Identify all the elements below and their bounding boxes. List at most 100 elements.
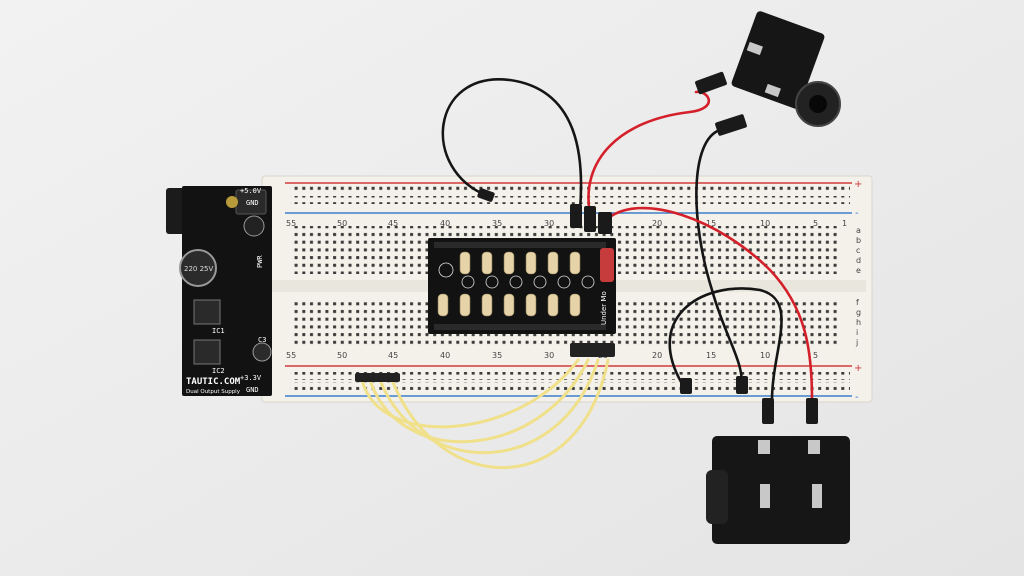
black-jumper-wires bbox=[441, 78, 783, 402]
col-num: 55 bbox=[286, 351, 296, 360]
bottom-audio-jack bbox=[706, 436, 850, 544]
ic1-label: IC1 bbox=[212, 327, 225, 335]
jack-opening bbox=[809, 95, 827, 113]
col-num: 50 bbox=[337, 219, 347, 228]
ic2-label: IC2 bbox=[212, 367, 225, 375]
header-strip-bottom bbox=[434, 324, 606, 330]
c3-capacitor bbox=[252, 342, 272, 362]
col-num: 30 bbox=[544, 219, 554, 228]
module-subtitle: Dual Output Supply bbox=[186, 389, 241, 395]
row-letter: i bbox=[856, 328, 858, 337]
resistor bbox=[525, 293, 537, 317]
effect-pcb-board bbox=[428, 238, 616, 334]
row-letter: h bbox=[856, 318, 861, 327]
c3-label: C3 bbox=[258, 336, 266, 344]
col-num: 50 bbox=[337, 351, 347, 360]
jack-front-nozzle bbox=[706, 470, 728, 524]
v5-label: +5.0V bbox=[240, 187, 262, 195]
resistors-bottom bbox=[437, 293, 581, 317]
col-num: 15 bbox=[706, 219, 716, 228]
jack-lug bbox=[808, 440, 820, 454]
gnd-label-top: GND bbox=[246, 199, 259, 207]
resistor bbox=[503, 251, 515, 275]
electrolytic-capacitor bbox=[179, 249, 217, 287]
resistor bbox=[547, 251, 559, 275]
jack-lug bbox=[758, 440, 770, 454]
resistor bbox=[459, 251, 471, 275]
jack-lug bbox=[746, 41, 763, 56]
row-letter: j bbox=[855, 338, 858, 347]
row-letter: c bbox=[856, 246, 860, 255]
switch-knob bbox=[226, 196, 238, 208]
col-num: 10 bbox=[760, 351, 770, 360]
resistor bbox=[525, 251, 537, 275]
col-num: 5 bbox=[813, 351, 818, 360]
minus-sign-bottom: - bbox=[855, 392, 859, 403]
plus-sign-top: + bbox=[854, 179, 862, 190]
yellow-jumper-wires bbox=[360, 358, 610, 470]
resistor bbox=[481, 293, 493, 317]
resistor bbox=[569, 293, 581, 317]
jack-lug bbox=[812, 484, 822, 508]
col-num: 40 bbox=[440, 219, 450, 228]
col-num: 5 bbox=[813, 219, 818, 228]
row-letter: a bbox=[856, 226, 861, 235]
resistor bbox=[437, 293, 449, 317]
col-num: 55 bbox=[286, 219, 296, 228]
top-rail-holes bbox=[290, 186, 850, 194]
col-num: 15 bbox=[706, 351, 716, 360]
bottom-rail-holes-2 bbox=[290, 382, 850, 390]
red-wire-tips bbox=[584, 71, 818, 424]
col-num: 45 bbox=[388, 219, 398, 228]
col-num: 20 bbox=[652, 219, 662, 228]
power-supply-module: 220 25V +5.0V GND PWR IC1 IC2 C3 +3.3V G… bbox=[166, 186, 272, 396]
col-num: 40 bbox=[440, 351, 450, 360]
red-jumper-wires bbox=[587, 90, 814, 402]
row-letters-bottom: f g h i j bbox=[855, 298, 861, 347]
minus-sign-top: - bbox=[855, 208, 859, 219]
bottom-rail-holes bbox=[290, 372, 850, 380]
top-rail-holes-2 bbox=[290, 196, 850, 204]
resistor bbox=[503, 293, 515, 317]
pushbutton bbox=[243, 215, 265, 237]
black-wire-tips bbox=[477, 114, 774, 424]
jack-body bbox=[712, 436, 850, 544]
plus-sign-bottom: + bbox=[854, 363, 862, 374]
jack-body bbox=[731, 11, 825, 109]
row-letter: b bbox=[856, 236, 861, 245]
resistors-top bbox=[459, 251, 581, 275]
col-num: 35 bbox=[492, 351, 502, 360]
jack-lug bbox=[760, 484, 770, 508]
resistor bbox=[547, 293, 559, 317]
row-letter: g bbox=[856, 308, 861, 317]
resistor bbox=[459, 293, 471, 317]
col-num: 30 bbox=[544, 351, 554, 360]
col-num: 10 bbox=[760, 219, 770, 228]
resistor bbox=[481, 251, 493, 275]
component-outlines bbox=[438, 262, 595, 289]
brand-label: TAUTIC.COM bbox=[186, 377, 241, 387]
col-num: 45 bbox=[388, 351, 398, 360]
row-letters-top: a b c d e bbox=[856, 226, 861, 275]
board-side-text: Under Mo bbox=[600, 291, 608, 325]
row-letter: e bbox=[856, 266, 861, 275]
col-num: 20 bbox=[652, 351, 662, 360]
col-num: 35 bbox=[492, 219, 502, 228]
row-letter: f bbox=[856, 298, 859, 307]
col-num: 1 bbox=[842, 219, 847, 228]
resistor bbox=[569, 251, 581, 275]
pwr-label: PWR bbox=[256, 255, 264, 268]
top-audio-jack bbox=[731, 11, 841, 127]
jack-lug bbox=[764, 83, 781, 98]
yellow-wire-tips bbox=[355, 343, 615, 382]
effect-pcb: Under Mo bbox=[428, 238, 616, 334]
header-strip-top bbox=[434, 242, 606, 248]
film-capacitor bbox=[600, 248, 614, 282]
row-letter: d bbox=[856, 256, 861, 265]
gnd-label-bottom: GND bbox=[246, 386, 259, 394]
ic1-regulator bbox=[193, 299, 221, 325]
ic2-regulator bbox=[193, 339, 221, 365]
v33-label: +3.3V bbox=[240, 374, 262, 382]
capacitor-text: 220 25V bbox=[184, 265, 213, 273]
